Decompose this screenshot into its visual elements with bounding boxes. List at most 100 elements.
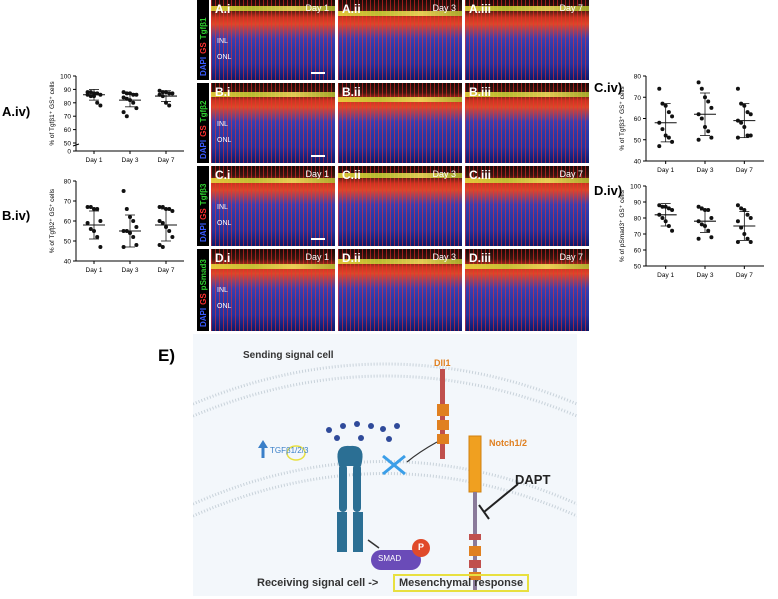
data-point: [666, 110, 671, 115]
data-point: [699, 206, 704, 211]
data-point: [95, 100, 100, 105]
micrograph-label: C.i: [215, 168, 231, 182]
x-tick-label: Day 7: [158, 157, 175, 164]
data-point: [167, 103, 172, 108]
micrograph-day: Day 1: [305, 252, 329, 262]
stain-name: DAPI: [199, 56, 208, 76]
data-point: [748, 133, 753, 138]
receptor-to-smad-arrow: [367, 539, 380, 549]
x-tick-label: Day 7: [736, 167, 753, 174]
y-tick-label: 100: [60, 74, 71, 81]
y-tick-label: 70: [64, 114, 72, 121]
stain-band: [465, 264, 589, 269]
data-point: [134, 92, 139, 97]
stain-band: [211, 178, 335, 183]
panel-label-b-iv: B.iv): [2, 208, 31, 223]
y-tick-label: 80: [634, 216, 642, 223]
sending-cell-label: Sending signal cell: [243, 350, 334, 361]
tissue-texture: [465, 0, 589, 80]
data-point: [660, 127, 665, 132]
data-point: [670, 208, 675, 212]
stain-name: pSmad3: [199, 259, 208, 291]
micrograph-label: A.ii: [342, 2, 361, 16]
data-point: [670, 228, 675, 233]
x-tick-label: Day 1: [657, 167, 674, 174]
data-point: [157, 219, 162, 223]
data-point: [160, 245, 165, 249]
y-tick-label: 50: [634, 264, 642, 271]
notch-label: Notch1/2: [489, 438, 528, 448]
data-point: [745, 110, 750, 115]
notch-tm-1: [469, 534, 481, 540]
data-point: [670, 114, 675, 119]
data-point: [696, 236, 701, 241]
notch-icd-2: [469, 560, 481, 568]
data-point: [660, 204, 665, 209]
smad-blob: [371, 550, 421, 570]
scale-bar: [311, 238, 325, 240]
notch-icd-3: [469, 572, 481, 580]
dll1-label: Dll1: [434, 358, 451, 368]
stain-band: [338, 259, 462, 264]
inl-label: INL: [217, 204, 228, 211]
stain-name: Tgfβ3: [199, 183, 208, 206]
y-tick-label: 80: [64, 179, 72, 186]
mesenchymal-response-box: Mesenchymal response: [393, 574, 530, 592]
phospho-label: P: [418, 542, 425, 552]
data-point: [699, 222, 704, 227]
y-tick-label: 50: [64, 239, 72, 246]
stain-legend: DAPIGSTgfβ3: [197, 166, 209, 246]
x-tick-label: Day 1: [86, 267, 103, 274]
sending-membrane-outer: [193, 362, 577, 406]
data-point: [739, 206, 744, 211]
data-point: [735, 86, 740, 91]
y-tick-label: 80: [64, 100, 72, 107]
panel-label-c-iv: C.iv): [594, 80, 623, 95]
receiving-cell-label: Receiving signal cell ->: [257, 577, 379, 589]
tgf-up-arrow-head: [258, 440, 268, 448]
dapt-inhibit-line: [483, 483, 519, 513]
data-point: [121, 245, 126, 249]
data-point: [696, 204, 701, 209]
data-point: [739, 120, 744, 125]
stain-name: DAPI: [199, 222, 208, 242]
data-point: [134, 106, 139, 111]
x-tick-label: Day 1: [657, 272, 674, 279]
data-point: [157, 88, 162, 93]
y-tick-label: 80: [634, 74, 642, 81]
data-point: [745, 212, 750, 217]
y-axis-label: % of Tgfβ1⁺ GS⁺ cells: [49, 81, 56, 146]
data-point: [706, 99, 711, 104]
tgf-ligands: [326, 421, 400, 442]
stain-band: [465, 178, 589, 183]
y-tick-label: 40: [634, 159, 642, 166]
micrograph-day: Day 1: [305, 3, 329, 13]
data-point: [121, 95, 126, 100]
micrograph-panel: B.ii: [338, 83, 462, 163]
stain-name: GS: [199, 125, 208, 137]
data-point: [157, 243, 162, 247]
tissue-texture: [338, 83, 462, 163]
tissue-texture: [465, 249, 589, 331]
data-point: [170, 91, 175, 96]
micrograph-label: C.iii: [469, 168, 492, 182]
stain-band: [211, 92, 335, 97]
data-point: [98, 245, 103, 249]
micrograph-day: Day 3: [432, 252, 456, 262]
stain-band: [465, 6, 589, 11]
data-point: [735, 203, 740, 208]
panel-label-e: E): [158, 346, 175, 365]
block-x-2: [382, 454, 406, 476]
panel-label-a-iv: A.iv): [2, 104, 31, 119]
micrograph-label: C.ii: [342, 168, 361, 182]
data-point: [748, 216, 753, 220]
x-tick-label: Day 7: [736, 272, 753, 279]
data-point: [170, 235, 175, 239]
